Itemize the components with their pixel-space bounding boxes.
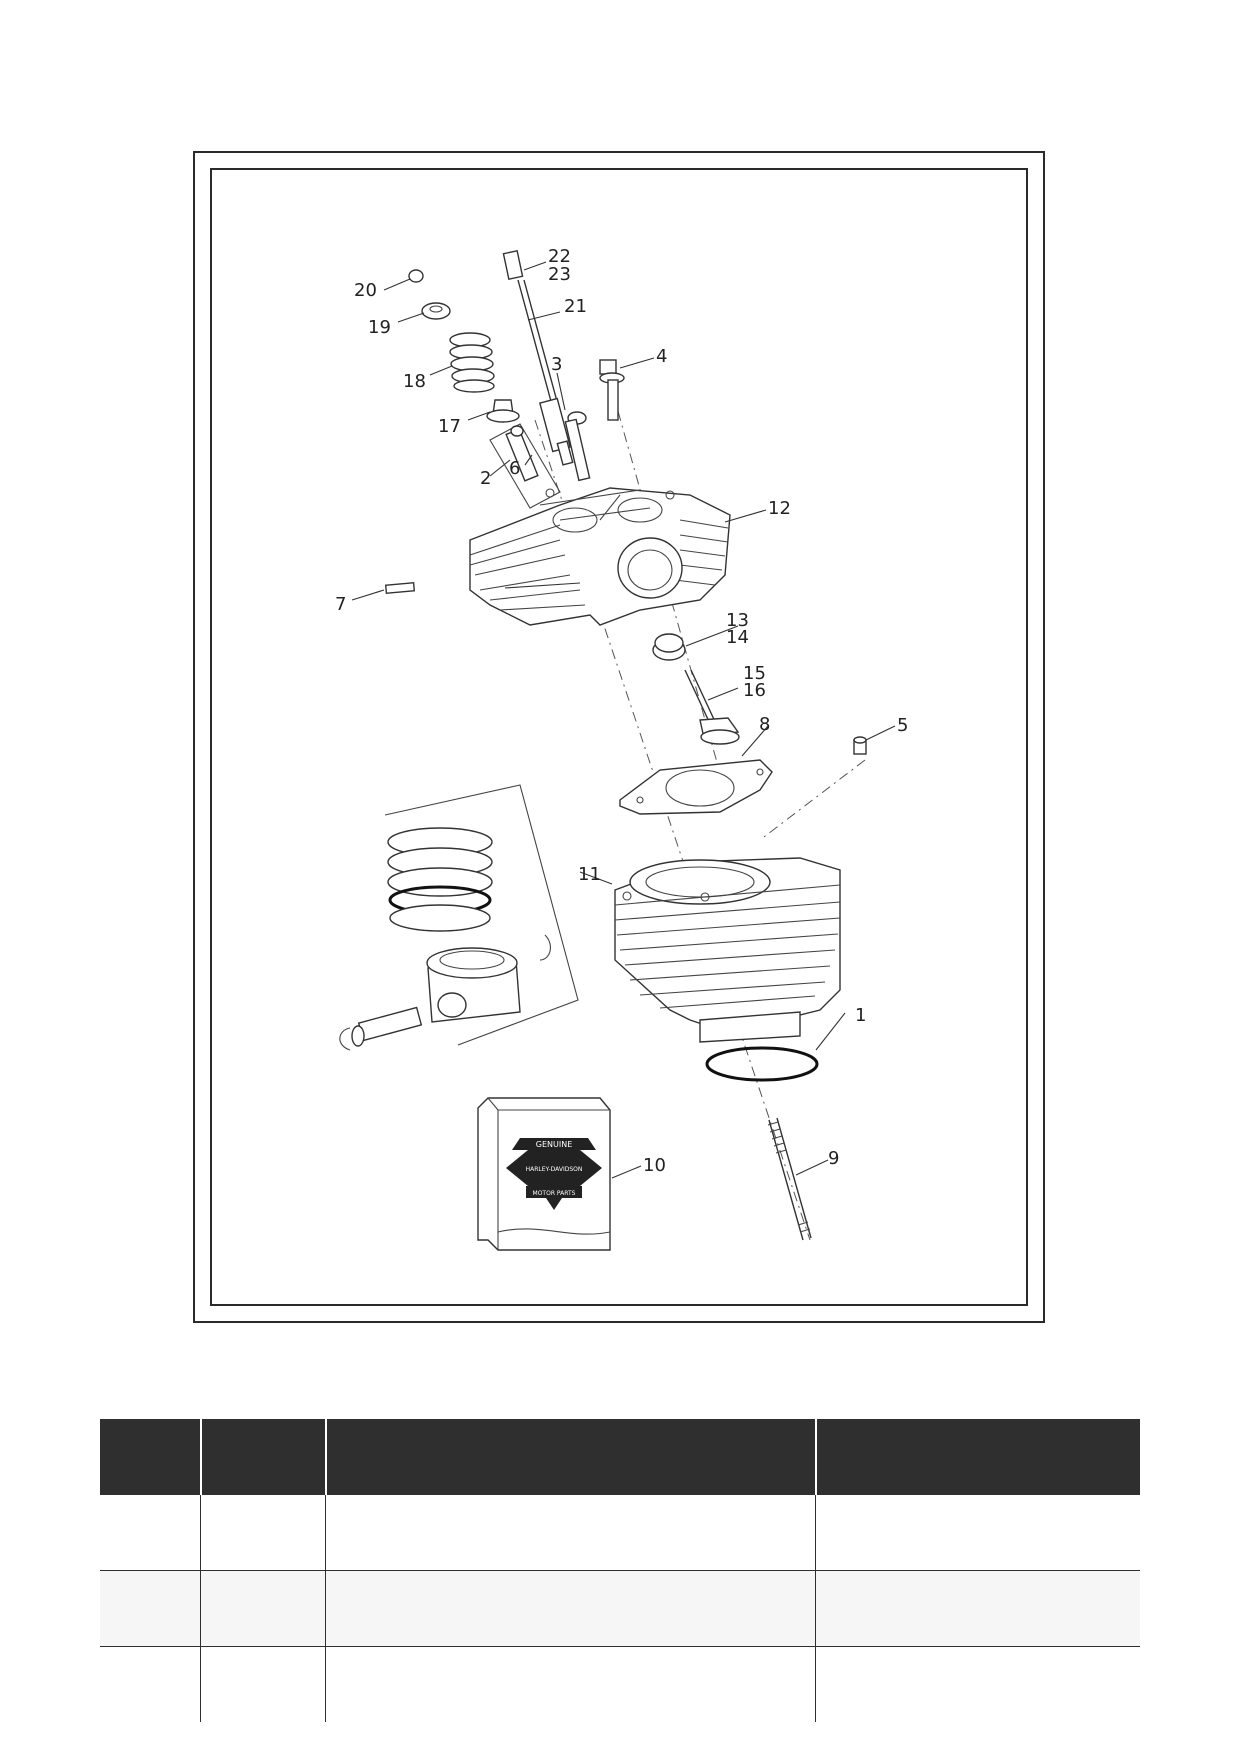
table-header-cell xyxy=(815,1419,1140,1495)
table-cell xyxy=(325,1646,817,1722)
part-3-valve-guide xyxy=(564,411,591,482)
table-cell xyxy=(325,1495,817,1571)
callout-1: 1 xyxy=(855,1005,866,1026)
part-9-cylinder-stud xyxy=(767,1117,812,1241)
table-header-cell xyxy=(200,1419,327,1495)
callout-15: 15 xyxy=(743,663,766,684)
parts-list-table xyxy=(100,1419,1140,1722)
callout-6: 6 xyxy=(509,458,520,479)
part-7-dowel xyxy=(384,582,416,594)
callout-14: 14 xyxy=(726,627,749,648)
logo-text-genuine: GENUINE xyxy=(536,1140,573,1149)
callout-19: 19 xyxy=(368,317,391,338)
part-2-6-guide-assembly xyxy=(489,423,561,509)
part-10-gasket-kit-box: GENUINE HARLEY-DAVIDSON MOTOR PARTS xyxy=(477,1097,611,1251)
part-13-14-valve-seat xyxy=(652,633,686,661)
callout-4: 4 xyxy=(656,346,667,367)
callout-5: 5 xyxy=(897,715,908,736)
table-cell xyxy=(815,1570,1140,1647)
callout-10: 10 xyxy=(643,1155,666,1176)
table-cell xyxy=(325,1570,817,1647)
table-cell xyxy=(100,1570,201,1647)
logo-text-brand: HARLEY-DAVIDSON xyxy=(526,1166,583,1173)
table-cell xyxy=(200,1570,327,1647)
callout-17: 17 xyxy=(438,416,461,437)
assembly-axis-line xyxy=(759,759,866,841)
callout-23: 23 xyxy=(548,264,571,285)
part-18-valve-spring xyxy=(449,332,495,393)
part-8-head-gasket xyxy=(619,759,773,815)
table-cell xyxy=(816,1647,1140,1723)
table-cell xyxy=(200,1646,327,1722)
part-17-valve-seal xyxy=(486,399,520,423)
part-5-dowel-pin xyxy=(853,736,867,755)
callout-7: 7 xyxy=(335,594,346,615)
table-header-cell xyxy=(325,1419,817,1495)
diagram-inner-frame xyxy=(210,168,1028,1306)
part-15-16-valve xyxy=(684,669,740,745)
table-row xyxy=(100,1570,1140,1647)
part-11-piston-assembly xyxy=(339,784,579,1051)
callout-18: 18 xyxy=(403,371,426,392)
part-21-pushrod xyxy=(502,249,574,466)
table-header-row xyxy=(100,1419,1140,1495)
callout-3: 3 xyxy=(551,354,562,375)
harley-davidson-genuine-motor-parts-logo: GENUINE HARLEY-DAVIDSON MOTOR PARTS xyxy=(506,1138,602,1210)
callout-labels: 1 2 3 4 5 6 7 8 9 10 11 12 13 14 15 16 1… xyxy=(335,246,908,1176)
callout-12: 12 xyxy=(768,498,791,519)
callout-21: 21 xyxy=(564,296,587,317)
part-1-o-ring xyxy=(705,1046,819,1082)
callout-13: 13 xyxy=(726,610,749,631)
table-header-cell xyxy=(100,1419,202,1495)
part-11-cylinder xyxy=(614,857,841,1043)
assembly-axis-line xyxy=(534,419,811,1241)
table-cell xyxy=(815,1495,1140,1571)
table-cell xyxy=(100,1495,201,1571)
table-cell xyxy=(200,1495,327,1571)
callout-11: 11 xyxy=(578,864,601,885)
callout-20: 20 xyxy=(354,280,377,301)
callout-2: 2 xyxy=(480,468,491,489)
part-20-keeper xyxy=(408,269,424,283)
part-12-cylinder-head xyxy=(469,487,731,626)
callout-leader-lines xyxy=(351,261,896,1179)
callout-9: 9 xyxy=(828,1148,839,1169)
part-19-spring-collar xyxy=(421,302,451,320)
logo-text-motor-parts: MOTOR PARTS xyxy=(533,1190,576,1197)
table-row xyxy=(100,1646,1140,1723)
table-row xyxy=(100,1495,1140,1571)
diagram-outer-frame xyxy=(193,151,1045,1323)
callout-16: 16 xyxy=(743,680,766,701)
part-4-head-bolt xyxy=(599,359,625,421)
callout-8: 8 xyxy=(759,714,770,735)
callout-22: 22 xyxy=(548,246,571,267)
table-cell xyxy=(100,1646,201,1722)
